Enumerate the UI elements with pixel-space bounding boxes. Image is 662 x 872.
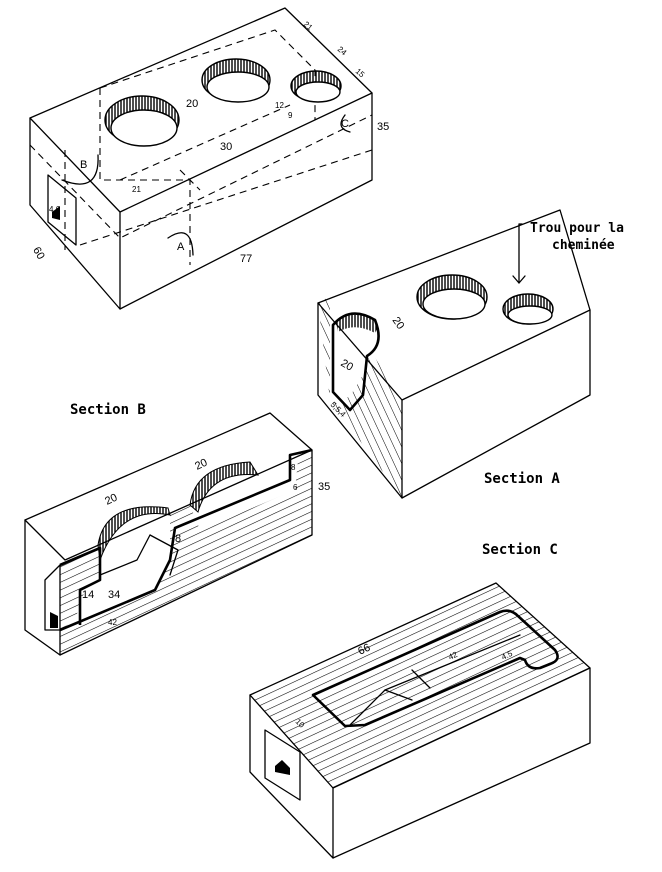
section-b-dim-height: 35 xyxy=(318,481,330,493)
main-block-front-face xyxy=(119,92,373,310)
section-mark-a: A xyxy=(177,241,185,253)
section-arc-c xyxy=(340,114,351,133)
section-b-mark: 8 xyxy=(175,533,181,545)
main-block-left-face xyxy=(29,117,121,310)
section-arc-b xyxy=(61,154,99,185)
dim-offset-21-right: 21 xyxy=(302,20,315,33)
section-a-dim-depth: 20 xyxy=(339,357,356,374)
annotation-arrow xyxy=(518,223,523,284)
section-b-dim-inner: 34 xyxy=(108,589,120,601)
section-a-dim-radius: 20 xyxy=(390,315,407,332)
section-b-dim-right: 20 xyxy=(193,457,209,473)
section-c-view: 66 42 4.5 10 Section C xyxy=(249,542,591,859)
section-c-dim-outer: 66 xyxy=(356,642,372,658)
hole-middle xyxy=(201,58,271,103)
section-a-label: Section A xyxy=(484,471,560,487)
section-mark-c: C xyxy=(341,118,349,130)
main-block-view: B A C 77 60 35 20 30 21 21 24 15 12 9 4.… xyxy=(29,7,389,310)
dim-door: 4.6 xyxy=(49,205,61,214)
section-c-label: Section C xyxy=(482,542,558,558)
hole-chimney xyxy=(290,70,342,103)
annotation-line2: cheminée xyxy=(552,238,615,253)
section-b-view: 20 20 35 34 14 42 8 8 6 Section B xyxy=(24,402,330,656)
dim-hole-diameter: 20 xyxy=(186,98,198,110)
section-b-dim-step: 14 xyxy=(82,589,94,601)
annotation-line1: Trou pour la xyxy=(530,221,624,236)
section-b-dim-top-a: 8 xyxy=(291,463,296,472)
main-door xyxy=(47,174,77,246)
dim-seg-24: 24 xyxy=(336,45,349,58)
section-b-label: Section B xyxy=(70,402,146,418)
dim-height: 35 xyxy=(377,121,389,133)
section-a-view: 20 20 5,5,4 Section A xyxy=(317,209,591,499)
section-c-dim-notch: 4.5 xyxy=(500,649,514,662)
section-mark-b: B xyxy=(80,159,87,171)
main-block-top-face xyxy=(29,7,373,213)
dim-length: 77 xyxy=(240,253,252,265)
dim-offset-21-left: 21 xyxy=(132,185,141,194)
section-c-dim-inner: 42 xyxy=(447,650,459,662)
dim-small-offset: 9 xyxy=(288,111,293,120)
section-b-dim-top-b: 6 xyxy=(293,483,298,492)
dim-width: 60 xyxy=(30,245,47,262)
section-arc-a xyxy=(167,232,194,256)
hole-left xyxy=(104,95,180,147)
dim-small-hole: 12 xyxy=(275,101,284,110)
section-c-top xyxy=(250,583,590,788)
section-b-dim-left: 20 xyxy=(103,492,119,508)
section-b-dim-base: 42 xyxy=(108,618,117,627)
chimney-annotation: Trou pour la cheminée xyxy=(512,221,624,284)
dim-hole-spacing: 30 xyxy=(220,141,232,153)
